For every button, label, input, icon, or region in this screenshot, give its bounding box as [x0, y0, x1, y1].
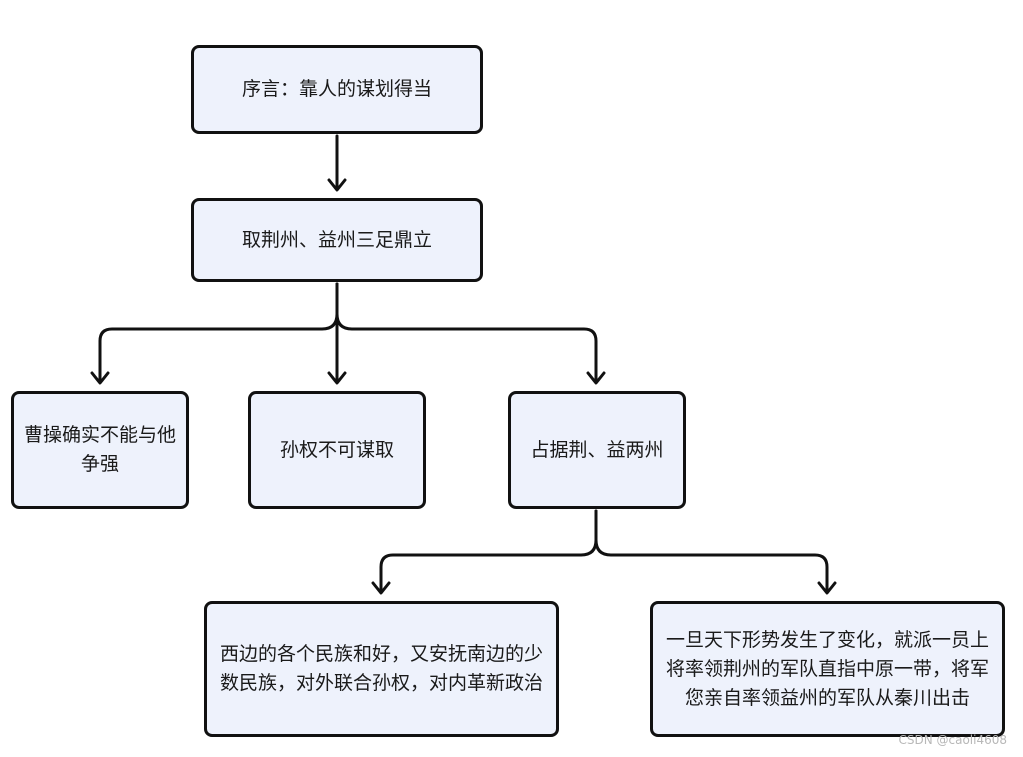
- node-west-policy: 西边的各个民族和好，又安抚南边的少数民族，对外联合孙权，对内革新政治: [204, 601, 559, 737]
- arrowhead-take-to-sun: [327, 371, 347, 385]
- node-west-policy-label: 西边的各个民族和好，又安抚南边的少数民族，对外联合孙权，对内革新政治: [219, 643, 543, 694]
- branch-take-to-cao: [98, 282, 339, 383]
- node-cao-cao: 曹操确实不能与他争强: [11, 391, 189, 509]
- node-take-jing-yi-label: 取荆州、益州三足鼎立: [241, 228, 432, 251]
- node-preface-label: 序言：靠人的谋划得当: [241, 78, 432, 100]
- branch-occupy-to-west: [379, 509, 598, 593]
- arrowhead-take-to-occupy: [586, 371, 606, 385]
- node-sun-quan-label: 孙权不可谋取: [279, 438, 394, 461]
- node-take-jing-yi: 取荆州、益州三足鼎立: [191, 198, 483, 282]
- node-change-policy: 一旦天下形势发生了变化，就派一员上将率领荆州的军队直指中原一带，将军您亲自率领益…: [650, 601, 1005, 737]
- arrowhead-preface-to-take: [327, 178, 347, 192]
- node-sun-quan: 孙权不可谋取: [248, 391, 426, 509]
- watermark: CSDN @caoli4608: [898, 733, 1007, 747]
- node-occupy-label: 占据荆、益两州: [530, 438, 664, 461]
- node-preface: 序言：靠人的谋划得当: [191, 45, 483, 134]
- node-cao-cao-label: 曹操确实不能与他争强: [24, 424, 177, 475]
- node-change-policy-label: 一旦天下形势发生了变化，就派一员上将率领荆州的军队直指中原一带，将军您亲自率领益…: [665, 628, 989, 709]
- node-occupy: 占据荆、益两州: [508, 391, 686, 509]
- arrowhead-occupy-to-west: [371, 581, 391, 595]
- arrowhead-take-to-cao: [90, 371, 110, 385]
- branch-occupy-to-change: [594, 509, 829, 593]
- branch-take-to-occupy: [335, 282, 598, 383]
- arrowhead-occupy-to-change: [817, 581, 837, 595]
